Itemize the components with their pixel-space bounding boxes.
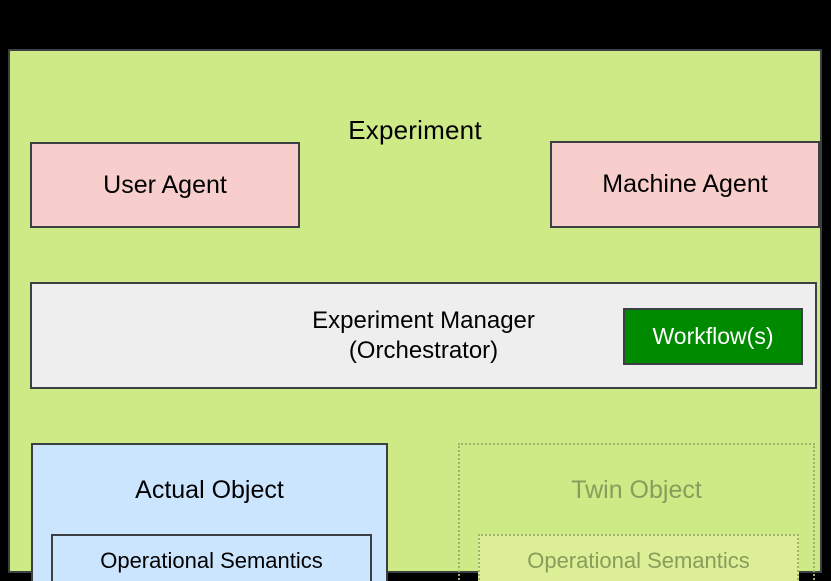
node-experiment-manager-label: Experiment Manager (Orchestrator) xyxy=(32,284,815,387)
node-machine-agent-label: Machine Agent xyxy=(602,170,768,198)
node-actual-object[interactable]: Actual Object Operational Semantics xyxy=(31,443,388,581)
node-workflows-label: Workflow(s) xyxy=(652,323,774,350)
node-actual-object-label: Actual Object xyxy=(135,476,284,504)
node-twin-object[interactable]: Twin Object Operational Semantics xyxy=(458,443,815,581)
node-workflows[interactable]: Workflow(s) xyxy=(623,308,803,365)
node-experiment-manager[interactable]: Experiment Manager (Orchestrator) Workfl… xyxy=(30,282,817,389)
node-actual-operational-semantics[interactable]: Operational Semantics xyxy=(51,534,372,581)
node-twin-operational-semantics[interactable]: Operational Semantics xyxy=(478,534,799,581)
node-user-agent[interactable]: User Agent xyxy=(30,142,300,228)
node-experiment-manager-label-line1: Experiment Manager xyxy=(312,307,535,335)
node-twin-operational-semantics-label: Operational Semantics xyxy=(527,548,750,573)
node-actual-operational-semantics-label: Operational Semantics xyxy=(100,548,323,573)
node-machine-agent[interactable]: Machine Agent xyxy=(550,141,820,228)
node-experiment-manager-label-line2: (Orchestrator) xyxy=(348,336,499,364)
experiment-panel: Experiment User Agent Machine Agent Expe… xyxy=(8,49,822,581)
page-title: Experiment xyxy=(348,115,482,145)
node-twin-object-label: Twin Object xyxy=(571,476,702,504)
node-user-agent-label: User Agent xyxy=(103,170,227,199)
